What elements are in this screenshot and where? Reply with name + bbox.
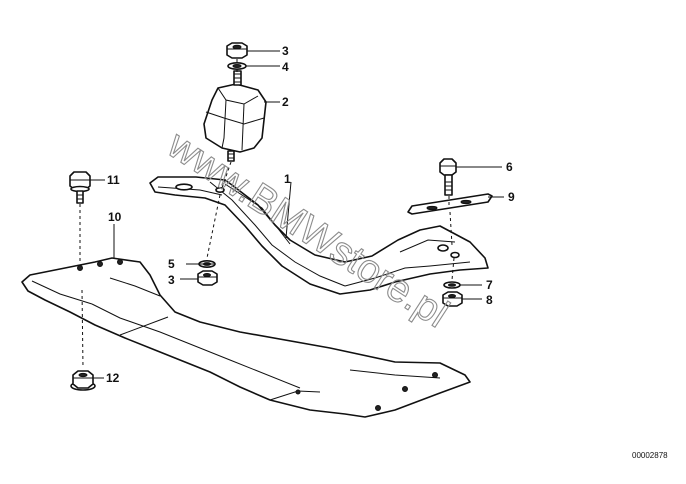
callout-1: 1 bbox=[284, 172, 291, 186]
callout-12: 12 bbox=[106, 371, 120, 385]
assembly-axis-lines bbox=[79, 59, 455, 369]
callout-3-upper: 3 bbox=[282, 44, 289, 58]
hex-bolt bbox=[439, 158, 457, 196]
callouts: 1 2 3 4 5 3 6 9 7 8 11 10 12 bbox=[106, 44, 515, 385]
callout-2: 2 bbox=[282, 95, 289, 109]
callout-4: 4 bbox=[282, 60, 289, 74]
transmission-support-bracket bbox=[149, 176, 489, 295]
callout-7: 7 bbox=[486, 278, 493, 292]
watermark: www.BMWstore.pl bbox=[159, 122, 456, 336]
flange-nut bbox=[70, 370, 96, 391]
leader-lines bbox=[90, 50, 504, 379]
washer-lower-right bbox=[443, 281, 461, 289]
washer-upper bbox=[227, 61, 247, 70]
rubber-mounting bbox=[203, 70, 267, 162]
reference-number: 00002878 bbox=[632, 451, 668, 460]
hex-nut-upper bbox=[226, 42, 248, 59]
callout-11: 11 bbox=[107, 173, 120, 187]
hex-nut-lower bbox=[197, 270, 218, 286]
callout-8: 8 bbox=[486, 293, 493, 307]
callout-3-lower: 3 bbox=[168, 273, 175, 287]
hex-nut-right bbox=[442, 291, 463, 307]
callout-10: 10 bbox=[108, 210, 122, 224]
callout-5: 5 bbox=[168, 257, 175, 271]
callout-6: 6 bbox=[506, 160, 513, 174]
clamping-plate bbox=[407, 193, 493, 215]
cross-member-plate bbox=[21, 257, 471, 418]
hex-bolt-with-washer bbox=[69, 171, 91, 204]
callout-9: 9 bbox=[508, 190, 515, 204]
